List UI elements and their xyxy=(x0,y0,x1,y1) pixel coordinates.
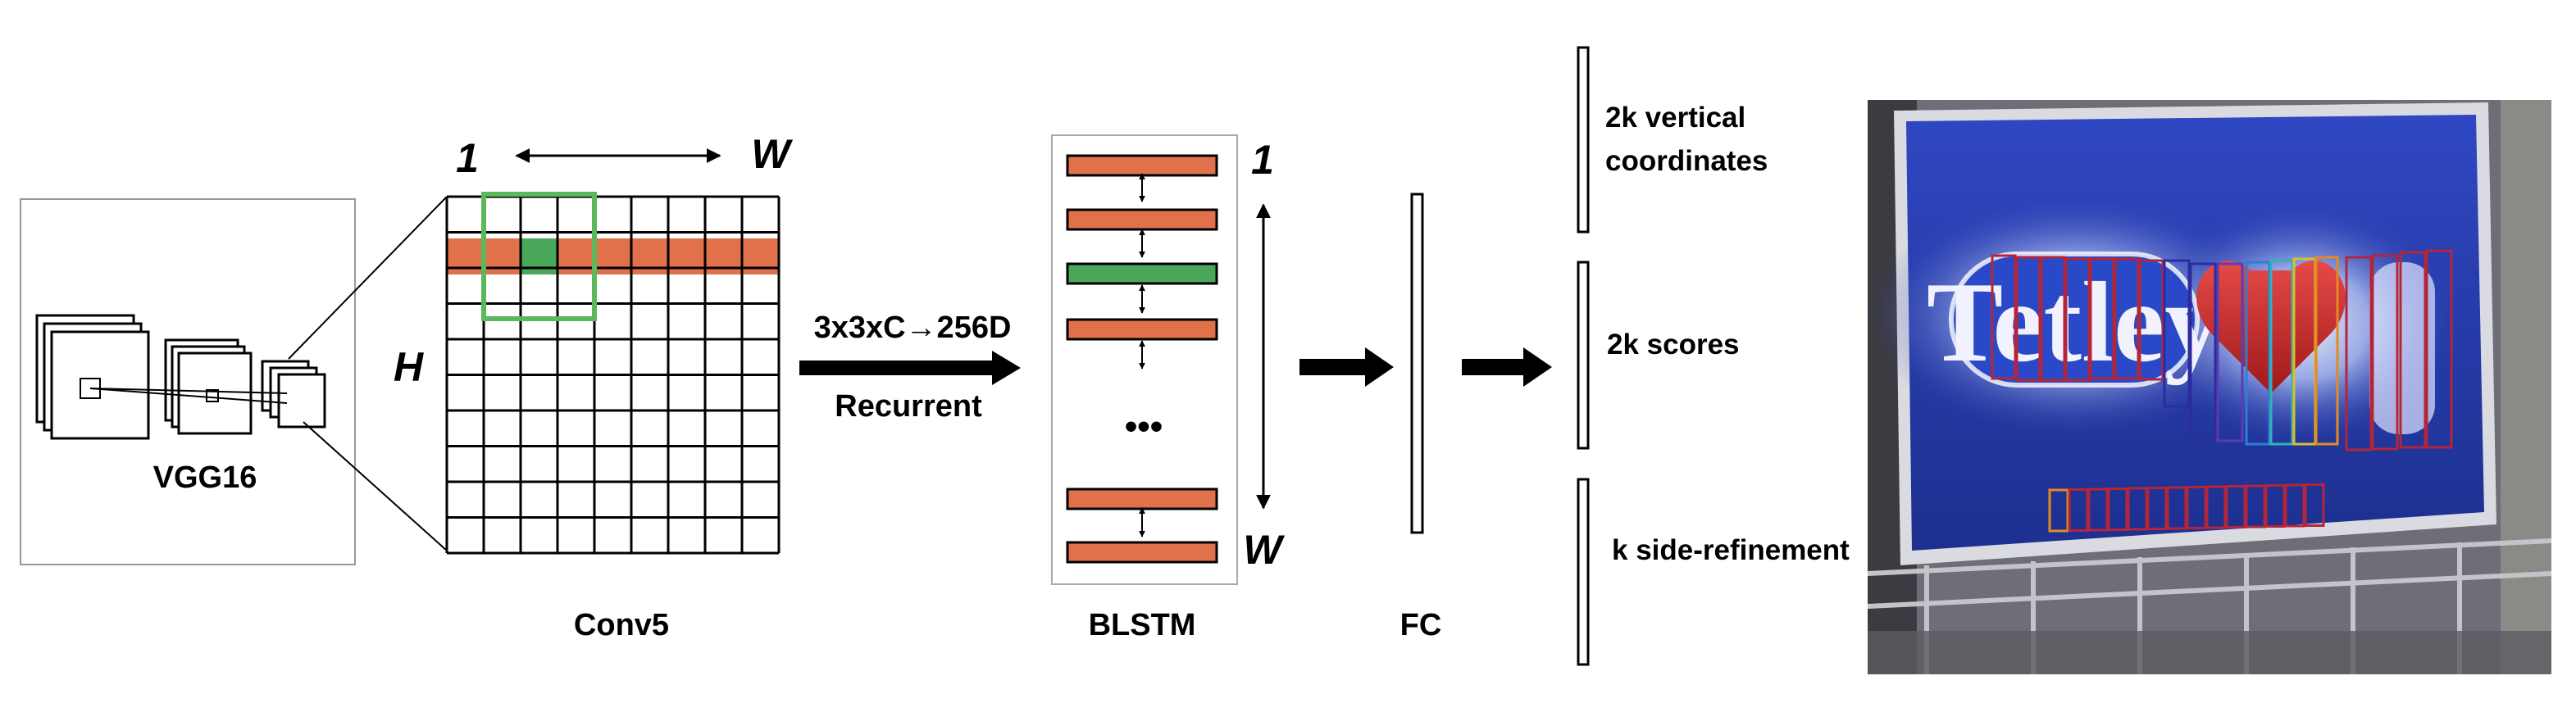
text-proposal-box xyxy=(2216,262,2244,442)
text-proposal-box-small xyxy=(2225,485,2246,528)
blstm-cell xyxy=(1066,541,1218,564)
blstm-cell xyxy=(1066,154,1218,177)
feature-map-stack-small xyxy=(261,360,326,429)
output-heads: 2k vertical coordinates 2k scores k side… xyxy=(1577,46,1850,666)
text-proposal-box xyxy=(2371,254,2399,451)
vgg16-label: VGG16 xyxy=(153,460,257,495)
fc-layer xyxy=(1410,193,1424,534)
text-proposals xyxy=(1991,249,2453,533)
text-proposal-box xyxy=(1991,254,2017,380)
blstm-cell xyxy=(1066,208,1218,231)
blstm-to-fc-arrow xyxy=(1299,347,1394,387)
text-proposal-box xyxy=(2163,259,2191,408)
text-proposal-box-small xyxy=(2107,488,2128,531)
blstm-label: BLSTM xyxy=(1089,608,1196,642)
text-proposal-box xyxy=(2399,251,2427,449)
sign-text: Tetley xyxy=(1927,259,2222,386)
recurrent-arrow xyxy=(799,351,1021,385)
grid-lines xyxy=(445,195,781,555)
text-proposal-box-small xyxy=(2284,483,2305,528)
conv-op-label: 3x3xC→256D xyxy=(814,311,1012,345)
text-proposal-box-small xyxy=(2068,488,2089,532)
grid-width-start-label: 1 xyxy=(456,135,479,181)
text-proposal-box xyxy=(2138,259,2164,381)
scores-bar xyxy=(1577,261,1590,450)
fc-block: FC xyxy=(1400,193,1442,642)
text-proposal-box xyxy=(2114,257,2140,380)
blstm-ellipsis: ••• xyxy=(1125,406,1163,447)
text-proposal-box-small xyxy=(2304,483,2325,527)
text-proposal-box xyxy=(2040,256,2066,382)
text-proposal-box xyxy=(2015,256,2041,382)
text-proposal-box xyxy=(2189,262,2217,439)
text-proposal-box xyxy=(2345,256,2373,451)
vertical-coordinates-label-1: 2k vertical xyxy=(1605,102,1745,134)
fc-to-output-arrow xyxy=(1462,347,1552,387)
text-proposal-box xyxy=(2314,256,2339,446)
detection-example-photo: Tetley xyxy=(1867,100,2552,674)
text-proposal-box-small xyxy=(2264,484,2286,528)
text-proposal-box-small xyxy=(2048,488,2069,533)
feature-map-stack-medium xyxy=(164,338,253,435)
blstm-frame xyxy=(1051,134,1238,585)
vgg16-block: VGG16 xyxy=(20,198,356,565)
text-proposal-box-small xyxy=(2087,488,2109,532)
vertical-coordinates-label-2: coordinates xyxy=(1605,145,1768,177)
receptive-field-lines xyxy=(89,388,288,404)
text-proposal-box xyxy=(2245,261,2271,446)
text-proposal-box-small xyxy=(2186,486,2207,529)
blstm-block: ••• 1 W BLSTM xyxy=(1051,134,1285,642)
vertical-coordinates-bar xyxy=(1577,46,1590,234)
blstm-cell xyxy=(1066,488,1218,510)
text-proposal-box-small xyxy=(2245,484,2266,528)
blstm-cell xyxy=(1066,262,1218,285)
grid-width-end-label: W xyxy=(751,131,793,177)
fc-label: FC xyxy=(1400,608,1442,642)
projection-lines xyxy=(288,196,448,551)
conv5-grid: 1 W H Conv5 xyxy=(394,131,793,642)
text-proposal-box xyxy=(2064,257,2091,382)
side-refinement-label: k side-refinement xyxy=(1612,534,1850,566)
text-proposal-box xyxy=(2089,257,2115,380)
text-proposal-box-small xyxy=(2166,486,2187,530)
feature-map-stack-large xyxy=(35,314,150,440)
text-proposal-box-small xyxy=(2146,487,2168,530)
blstm-end-label: W xyxy=(1243,527,1285,573)
blstm-start-label: 1 xyxy=(1251,137,1274,183)
text-proposal-box-small xyxy=(2127,487,2148,531)
text-proposal-box xyxy=(2269,259,2294,446)
sliding-window xyxy=(481,192,597,321)
scores-label: 2k scores xyxy=(1607,329,1740,361)
text-proposal-box-small xyxy=(2205,485,2227,529)
blstm-cell xyxy=(1066,318,1218,341)
blstm-cells xyxy=(1066,154,1218,564)
text-proposal-box xyxy=(2425,249,2453,449)
conv-operation: 3x3xC→256D Recurrent xyxy=(799,311,1021,424)
conv5-label: Conv5 xyxy=(574,608,669,642)
side-refinement-bar xyxy=(1577,478,1590,666)
grid-height-label: H xyxy=(394,344,424,390)
recurrent-label: Recurrent xyxy=(835,389,982,424)
